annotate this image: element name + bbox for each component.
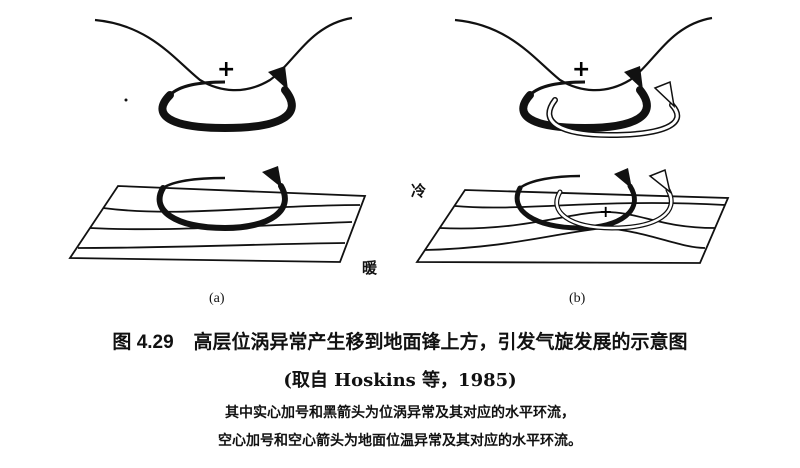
upper-circulation-a [158, 86, 296, 133]
figure-note-line1: 其中实心加号和黑箭头为位涡异常及其对应的水平环流， [225, 405, 575, 421]
panel-label-a: (a) [209, 291, 225, 306]
isotherm-a-3 [77, 242, 346, 249]
upper-surface-b [454, 16, 713, 92]
surface-arrowhead-b [614, 168, 632, 189]
upper-arrowhead-b [624, 66, 643, 90]
surface-hollow-circulation-b-inner [555, 188, 673, 230]
panel-b: + + [415, 16, 730, 264]
surface-arrowhead-a [262, 166, 282, 188]
figure-caption-title: 图 4.29 高层位涡异常产生移到地面锋上方，引发气旋发展的示意图 [0, 327, 800, 354]
surface-plane-a [68, 185, 367, 263]
panel-label-b: (b) [569, 291, 586, 306]
hollow-circulation-b-inner [548, 98, 679, 137]
isotherm-a-1 [102, 204, 361, 213]
upper-arrowhead-a [268, 66, 288, 90]
figure-note-line2: 空心加号和空心箭头为地面位温异常及其对应的水平环流。 [218, 433, 582, 449]
surface-circulation-a-back [162, 176, 226, 190]
upper-circulation-b-back [528, 80, 586, 97]
isotherm-b-3 [424, 227, 706, 251]
isotherm-b-1 [454, 202, 726, 209]
surface-circulation-b [514, 183, 637, 231]
surface-circulation-a [156, 183, 288, 232]
schematic-figure: + + + [68, 16, 730, 264]
figure-number: 图 4.29 [112, 332, 174, 353]
upper-surface-a [94, 16, 353, 92]
figure-title: 高层位涡异常产生移到地面锋上方，引发气旋发展的示意图 [193, 331, 688, 353]
stray-dot [124, 98, 128, 102]
surface-hollow-arrowhead-b [648, 168, 672, 194]
surface-plus-symbol-b: + [599, 202, 612, 221]
panel-a: + [68, 16, 367, 263]
upper-circulation-a-back [168, 80, 226, 97]
cold-annotation: 冷 [411, 182, 427, 200]
isotherm-b-2 [439, 211, 716, 230]
figure-source: (取自 Hoskins 等，1985) [283, 370, 517, 391]
plus-symbol-a: + [217, 57, 235, 82]
warm-annotation: 暖 [362, 259, 378, 277]
hollow-arrowhead-b [653, 80, 676, 109]
upper-circulation-b [519, 86, 651, 133]
plus-symbol-b: + [572, 57, 590, 82]
surface-circulation-b-back [519, 174, 581, 190]
surface-plane-b [415, 189, 730, 264]
